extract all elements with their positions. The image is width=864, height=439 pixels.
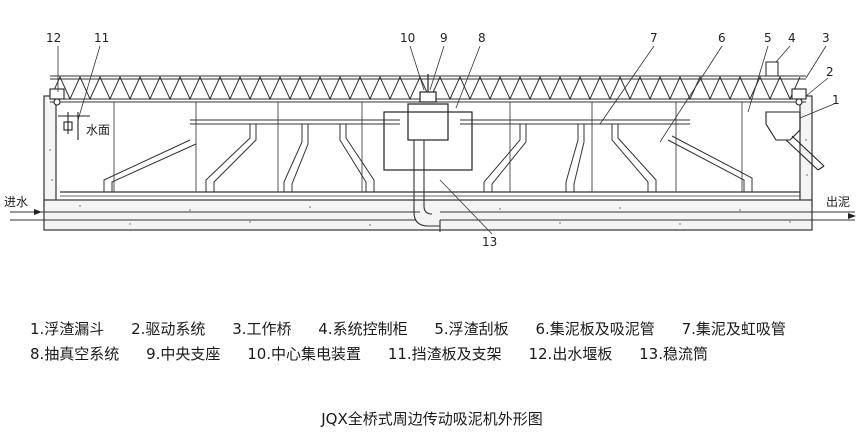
scum-hopper (765, 111, 825, 171)
inlet-label: 进水 (4, 195, 28, 209)
legend-item: 5.浮渣刮板 (434, 320, 509, 338)
hangers (113, 102, 743, 192)
bottom-pipes (10, 140, 855, 232)
legend-item: 10.中心集电装置 (247, 345, 362, 363)
callout-1: 1 (832, 93, 840, 107)
legend-item: 12.出水堰板 (528, 345, 613, 363)
callout-10: 10 (400, 31, 415, 45)
water-surface-label: 水面 (86, 123, 110, 137)
component-legend: 1.浮渣漏斗 2.驱动系统 3.工作桥 4.系统控制柜 5.浮渣刮板 6.集泥板… (30, 317, 850, 367)
callout-11: 11 (94, 31, 109, 45)
callout-5: 5 (764, 31, 772, 45)
legend-item: 1.浮渣漏斗 (30, 320, 105, 338)
tank-left-wall (43, 95, 57, 207)
weir-and-baffle (58, 112, 90, 140)
callout-7: 7 (650, 31, 658, 45)
flow-arrows (34, 209, 856, 219)
drive-wheels (49, 88, 807, 106)
central-support (383, 74, 473, 171)
legend-item: 9.中央支座 (146, 345, 221, 363)
legend-item: 11.挡渣板及支架 (387, 345, 502, 363)
legend-item: 13.稳流筒 (639, 345, 708, 363)
legend-item: 4.系统控制柜 (318, 320, 408, 338)
tank-structure (43, 95, 813, 231)
callout-13: 13 (482, 235, 497, 249)
callout-3: 3 (822, 31, 830, 45)
tank-floor (43, 199, 813, 231)
tank-right-wall (799, 95, 813, 207)
callout-8: 8 (478, 31, 486, 45)
outlet-label: 出泥 (826, 195, 850, 209)
callout-9: 9 (440, 31, 448, 45)
sludge-suction-machine-diagram: 水面 进水 出泥 12 11 10 9 8 7 6 5 4 3 2 1 13 (4, 31, 856, 249)
callout-6: 6 (718, 31, 726, 45)
callout-numbers: 12 11 10 9 8 7 6 5 4 3 2 1 13 (46, 31, 840, 249)
legend-item: 2.驱动系统 (131, 320, 206, 338)
legend-item: 6.集泥板及吸泥管 (535, 320, 655, 338)
legend-item: 8.抽真空系统 (30, 345, 120, 363)
control-cabinet (765, 61, 779, 77)
suction-pipes-right (483, 124, 753, 192)
callout-12: 12 (46, 31, 61, 45)
inlet-arrow-icon (34, 209, 42, 215)
outlet-arrow-icon (848, 213, 856, 219)
collector-pipes (190, 119, 690, 125)
figure-caption: JQX全桥式周边传动吸泥机外形图 (321, 410, 543, 428)
suction-pipes-left (103, 124, 375, 192)
callout-4: 4 (788, 31, 796, 45)
stilling-well (383, 111, 473, 171)
central-pier (407, 103, 449, 141)
callout-2: 2 (826, 65, 834, 79)
callout-leaders (57, 45, 835, 235)
legend-item: 3.工作桥 (232, 320, 292, 338)
legend-item: 7.集泥及虹吸管 (681, 320, 786, 338)
